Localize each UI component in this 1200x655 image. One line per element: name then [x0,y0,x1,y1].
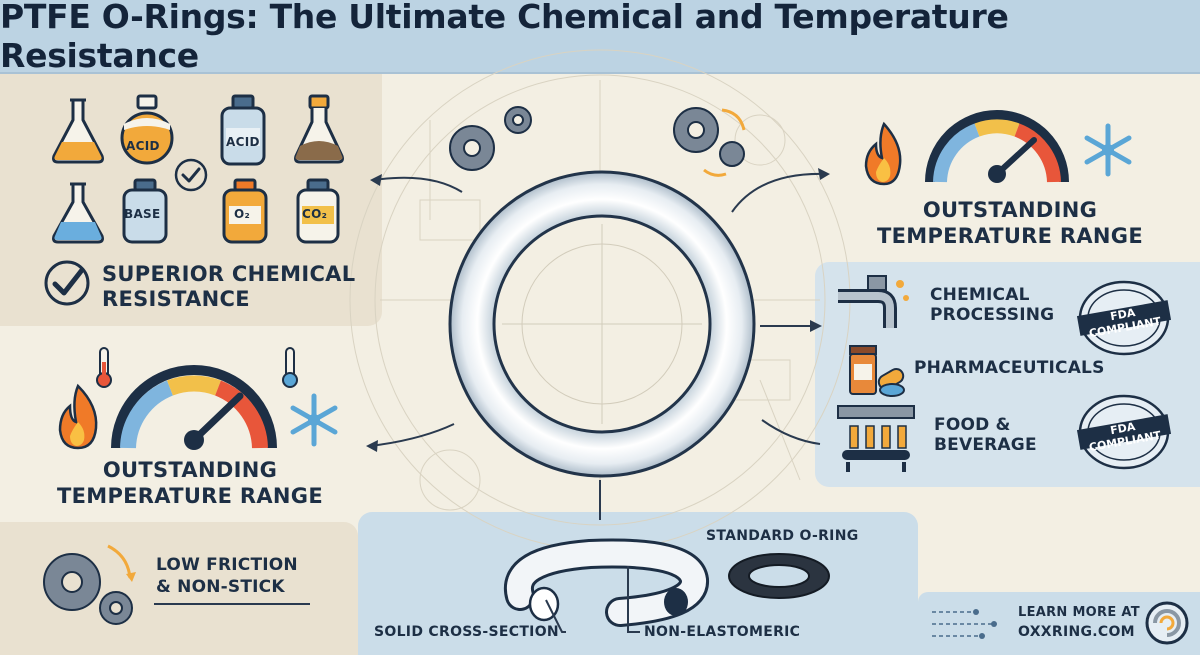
flame-icon-left [58,383,98,450]
gears-friction-icon [43,544,136,625]
industry-chemical-line2: PROCESSING [930,305,1055,325]
temperature-top-line2: TEMPERATURE RANGE [877,224,1143,248]
medicine-pills-icon [849,345,905,397]
thermometer-cold-icon [282,347,298,388]
industry-pharmaceuticals: PHARMACEUTICALS [914,358,1105,378]
industry-chemical-line1: CHEMICAL [930,285,1030,305]
temperature-gauge-left-icon [111,365,277,450]
bottle-label-o2: O₂ [234,207,251,221]
low-friction-line2: & NON-STICK [156,577,285,597]
standard-o-ring-label: STANDARD O-RING [706,528,859,544]
gears-icon-left [449,106,532,171]
bottle-label-acid-1: ACID [126,139,160,153]
pipe-valve-icon [838,275,909,328]
circuit-lines-icon [932,609,997,639]
snowflake-icon-left [290,393,338,447]
fda-stamp-bottom-icon [1076,394,1172,470]
checkmark-badge-icon [44,260,90,306]
bottling-line-icon [837,405,915,472]
standard-o-ring-icon [728,553,830,599]
acid-jar-orange-icon [120,94,174,165]
chemical-heading-line2: RESISTANCE [102,287,250,311]
low-friction-divider [154,603,310,605]
temperature-left-line1: OUTSTANDING [102,458,278,482]
oxxring-logo-icon [1145,601,1189,645]
check-circle-icon [174,158,208,192]
temperature-left-line2: TEMPERATURE RANGE [57,484,323,508]
flask-brown-icon [294,94,344,164]
oxygen-bottle-icon [222,178,268,244]
bottle-label-acid-2: ACID [226,135,260,149]
temperature-top-line1: OUTSTANDING [922,198,1098,222]
flame-icon-top [864,121,902,186]
page-title: PTFE O-Rings: The Ultimate Chemical and … [0,0,1009,75]
bottle-label-co2: CO₂ [302,207,328,221]
fda-stamp-top-icon [1076,280,1172,356]
industry-food-line2: BEVERAGE [934,435,1037,455]
header-bar: PTFE O-Rings: The Ultimate Chemical and … [0,0,1200,75]
flask-blue-icon [52,182,104,244]
snowflake-icon-top [1084,123,1132,177]
bottle-label-base: BASE [124,207,161,221]
industry-food-line1: FOOD & [934,415,1011,435]
low-friction-line1: LOW FRICTION [156,555,298,575]
base-bottle-icon [122,178,168,244]
solid-cross-section-label: SOLID CROSS-SECTION [374,624,559,640]
acid-bottle-blue-icon [220,94,266,166]
co2-bottle-icon [296,178,340,244]
non-elastomeric-label: NON-ELASTOMERIC [644,624,801,640]
ptfe-o-ring-illustration [448,170,756,478]
learn-more-url[interactable]: OXXRING.COM [1018,624,1135,640]
chemical-heading-line1: SUPERIOR CHEMICAL [102,262,356,286]
learn-more-line1[interactable]: LEARN MORE AT [1018,605,1140,620]
gears-icon-right [673,107,746,177]
temperature-gauge-top-icon [925,110,1069,183]
flask-orange-icon [52,98,104,164]
thermometer-hot-icon [96,347,112,388]
